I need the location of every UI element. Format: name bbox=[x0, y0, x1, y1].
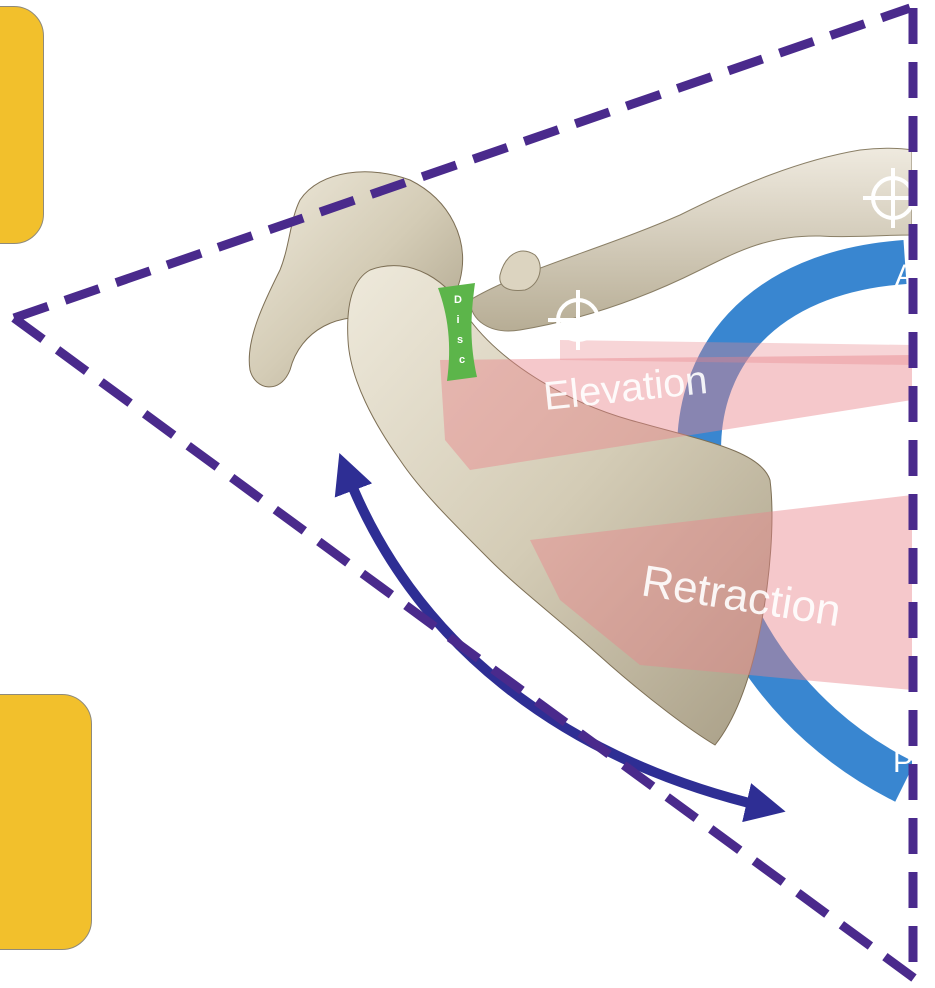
disc-letter: s bbox=[457, 334, 463, 346]
disc-letter: i bbox=[456, 314, 459, 326]
disc-letter: D bbox=[454, 294, 462, 306]
coracoid-process bbox=[500, 251, 540, 290]
disc-letter: c bbox=[459, 354, 465, 366]
clavicle-bone bbox=[470, 148, 912, 331]
